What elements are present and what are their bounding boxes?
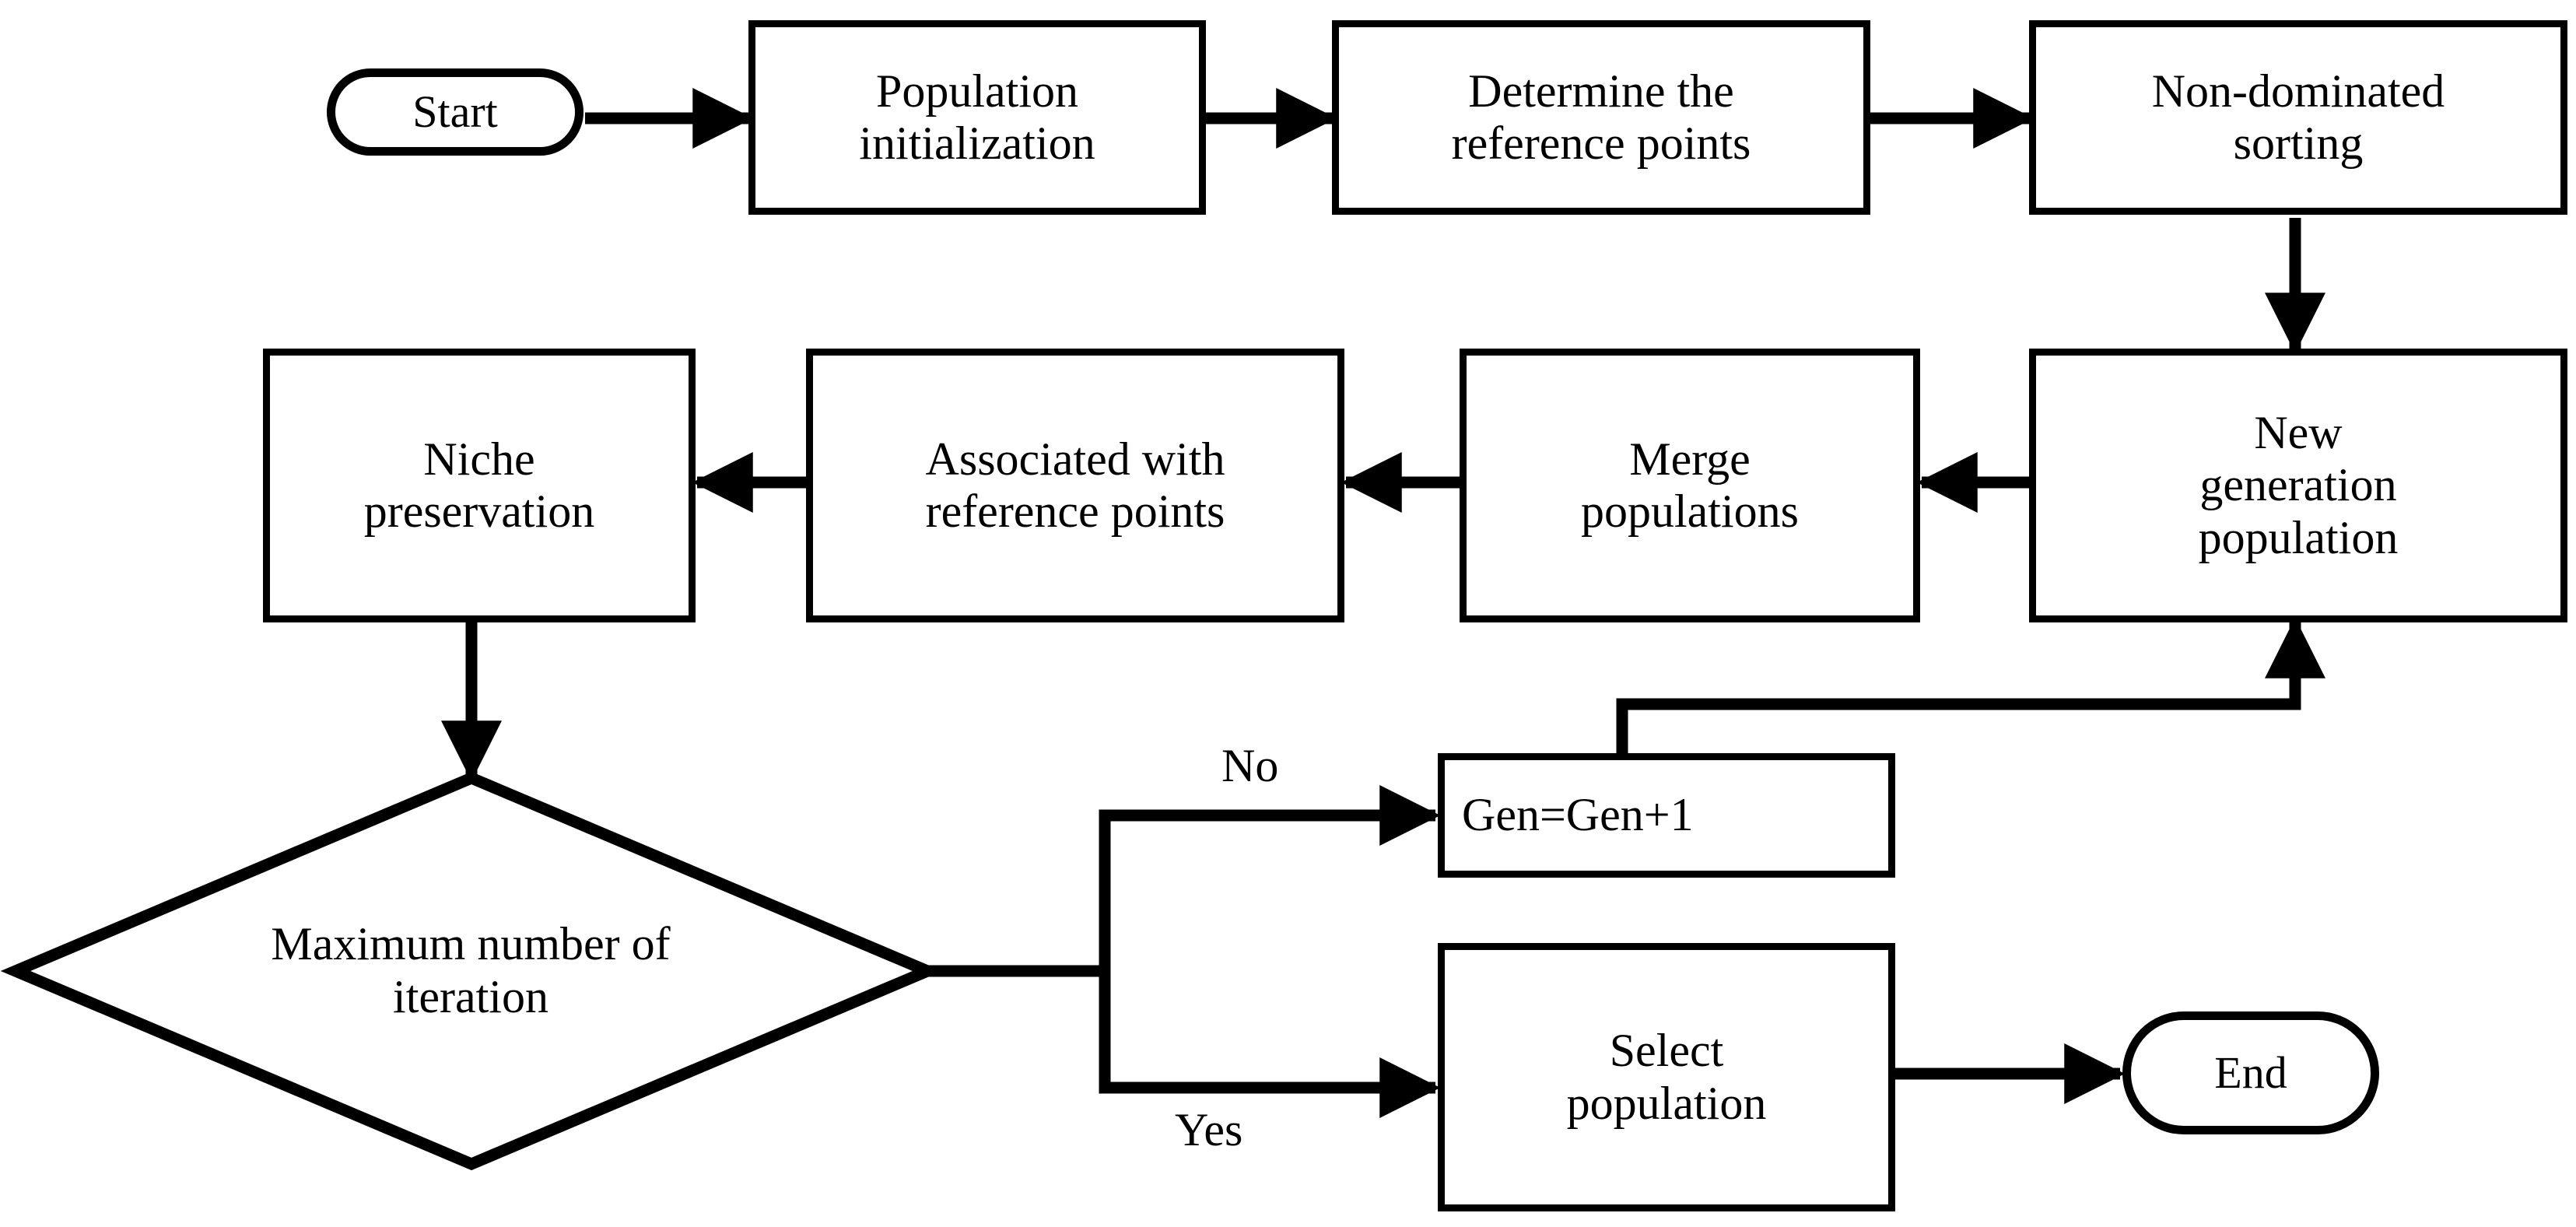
node-niche-preservation-line2: preservation bbox=[363, 486, 595, 537]
node-determine-reference-points-line2: reference points bbox=[1451, 117, 1751, 169]
node-population-initialization-line2: initialization bbox=[859, 117, 1095, 169]
node-merge-populations[interactable]: Merge populations bbox=[1460, 349, 1920, 622]
node-maximum-number-of-iteration-line1: Maximum number of bbox=[271, 918, 671, 970]
edge-gen-increment-to-new-generation bbox=[1616, 617, 2325, 753]
node-population-initialization[interactable]: Population initialization bbox=[748, 20, 1206, 215]
node-associated-with-reference-points[interactable]: Associated with reference points bbox=[806, 349, 1344, 622]
node-maximum-number-of-iteration[interactable]: Maximum number of iteration bbox=[101, 868, 840, 1074]
node-merge-populations-line2: populations bbox=[1581, 486, 1799, 537]
node-nondominated-sorting-line1: Non-dominated bbox=[2151, 65, 2445, 117]
node-new-generation-population-line2: generation bbox=[2199, 459, 2397, 511]
node-niche-preservation[interactable]: Niche preservation bbox=[263, 349, 696, 622]
node-end[interactable]: End bbox=[2122, 1011, 2379, 1134]
node-start[interactable]: Start bbox=[327, 68, 584, 156]
node-niche-preservation-line1: Niche bbox=[423, 433, 535, 485]
node-start-label: Start bbox=[412, 86, 498, 137]
node-end-label: End bbox=[2214, 1046, 2287, 1098]
node-nondominated-sorting[interactable]: Non-dominated sorting bbox=[2029, 20, 2567, 215]
node-population-initialization-line1: Population bbox=[875, 65, 1078, 117]
node-associated-with-reference-points-line2: reference points bbox=[925, 486, 1225, 537]
node-determine-reference-points-line1: Determine the bbox=[1468, 65, 1734, 117]
node-maximum-number-of-iteration-line2: iteration bbox=[393, 970, 548, 1022]
node-new-generation-population[interactable]: New generation population bbox=[2029, 349, 2567, 622]
node-associated-with-reference-points-line1: Associated with bbox=[925, 433, 1225, 485]
node-select-population-line2: population bbox=[1566, 1077, 1767, 1129]
node-new-generation-population-line1: New bbox=[2254, 407, 2343, 459]
node-determine-reference-points[interactable]: Determine the reference points bbox=[1332, 20, 1870, 215]
node-merge-populations-line1: Merge bbox=[1629, 433, 1751, 485]
edge-label-no: No bbox=[1221, 740, 1279, 791]
node-gen-increment-label: Gen=Gen+1 bbox=[1462, 789, 1694, 841]
node-new-generation-population-line3: population bbox=[2198, 511, 2399, 563]
node-select-population[interactable]: Select population bbox=[1438, 943, 1895, 1211]
edge-label-yes: Yes bbox=[1175, 1104, 1243, 1155]
edge-decision-yes-to-select-population bbox=[1099, 971, 1441, 1118]
node-gen-increment[interactable]: Gen=Gen+1 bbox=[1438, 753, 1895, 878]
node-select-population-line1: Select bbox=[1609, 1025, 1724, 1077]
node-nondominated-sorting-line2: sorting bbox=[2233, 117, 2364, 169]
edge-decision-no-to-gen-increment bbox=[926, 785, 1441, 977]
